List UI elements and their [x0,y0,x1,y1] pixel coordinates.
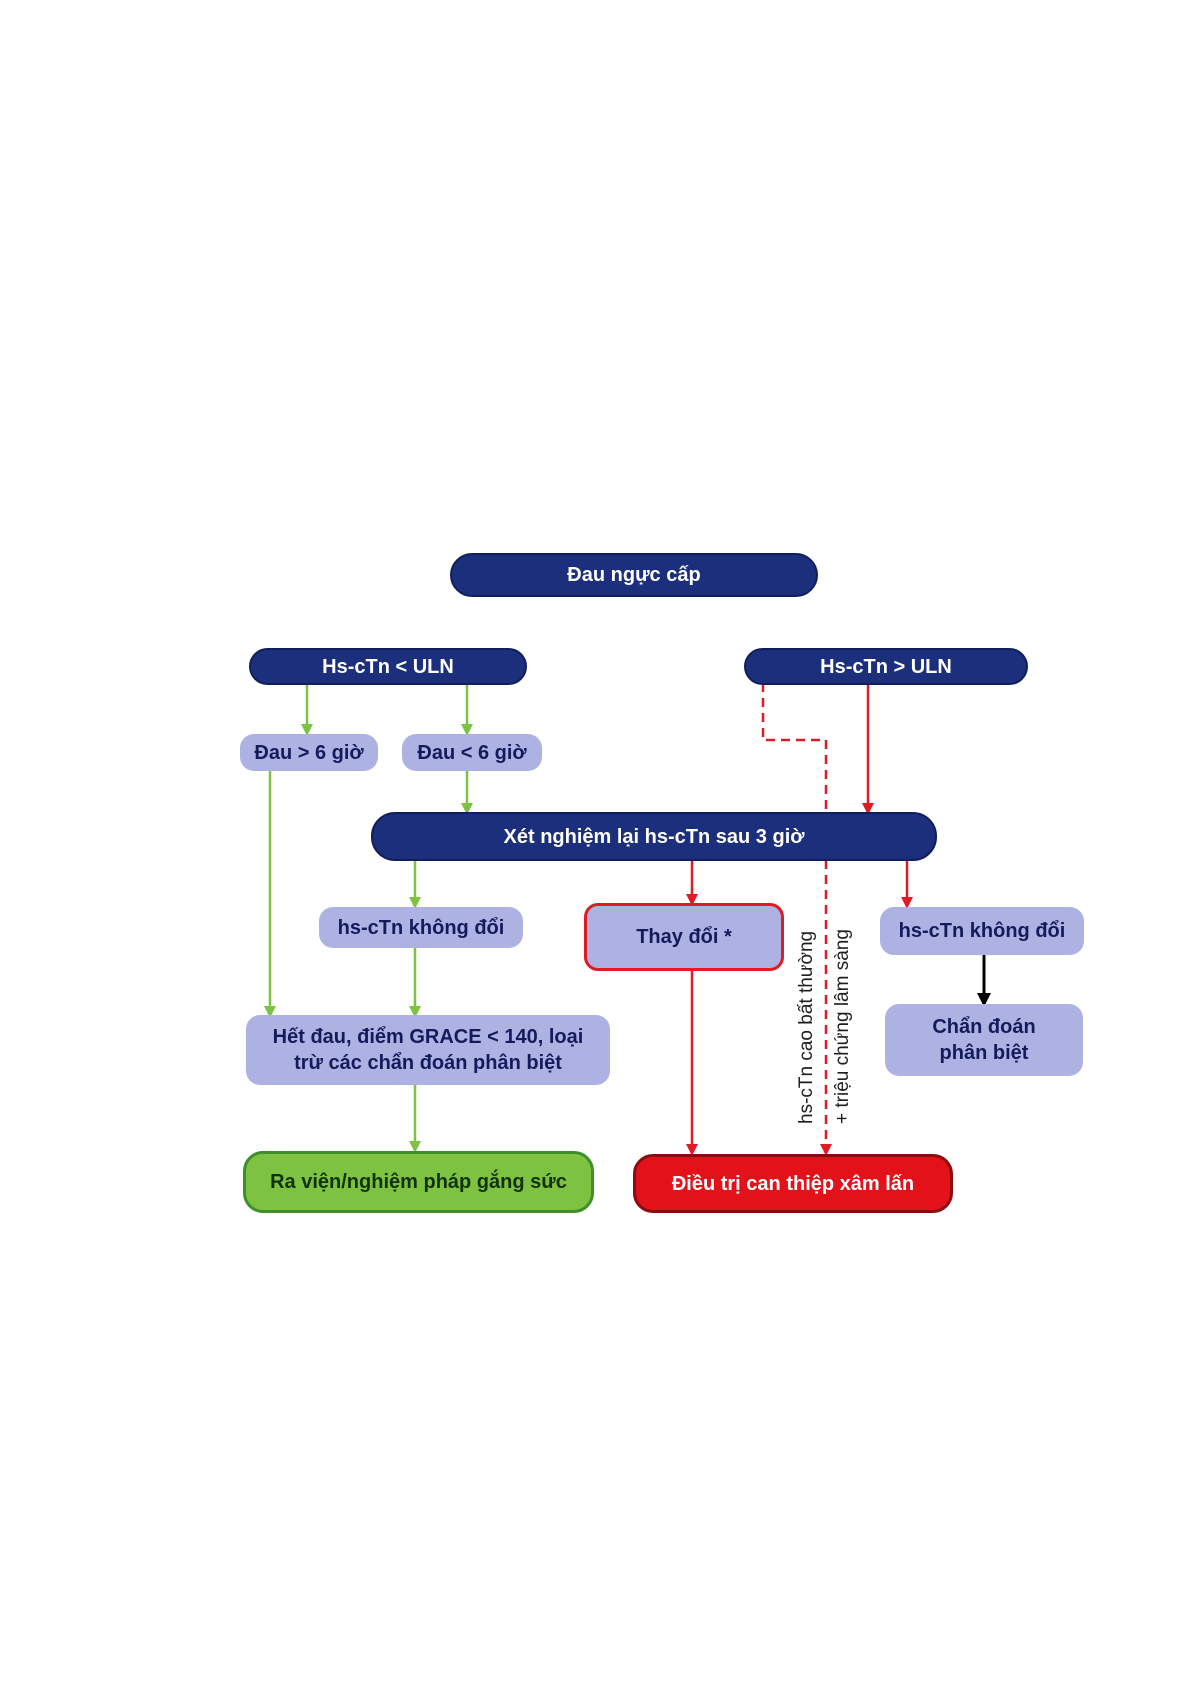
differential-diagnosis-node: Chẩn đoán phân biệt [885,1004,1083,1076]
grace-node: Hết đau, điểm GRACE < 140, loại trừ các … [246,1015,610,1085]
pain-over-6h-node: Đau > 6 giờ [240,734,378,771]
start-node: Đau ngực cấp [450,553,818,597]
pain-under-6h-node: Đau < 6 giờ [402,734,542,771]
dashed-path-label-line2: + triệu chứng lâm sàng [832,929,853,1124]
retest-node: Xét nghiệm lại hs-cTn sau 3 giờ [371,812,937,861]
invasive-treatment-node: Điều trị can thiệp xâm lấn [633,1154,953,1213]
hs-ctn-above-uln-node: Hs-cTn > ULN [744,648,1028,685]
hs-ctn-below-uln-node: Hs-cTn < ULN [249,648,527,685]
discharge-node: Ra viện/nghiệm pháp gắng sức [243,1151,594,1213]
dashed-path-label-line1: hs-cTn cao bất thường [796,930,817,1124]
changed-node: Thay đổi * [584,903,784,971]
unchanged-left-node: hs-cTn không đổi [319,907,523,948]
unchanged-right-node: hs-cTn không đổi [880,907,1084,955]
